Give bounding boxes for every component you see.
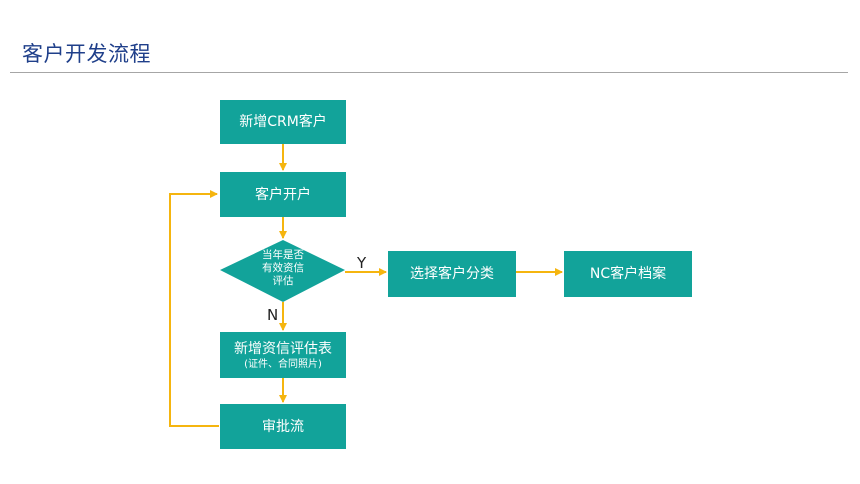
label-no: N [267, 306, 279, 324]
arrow-approval-loop-back [169, 190, 219, 427]
node-label: 新增资信评估表 [234, 340, 332, 357]
node-new-credit-assessment: 新增资信评估表 (证件、合同照片) [220, 332, 346, 378]
decision-line: 有效资信 [262, 262, 304, 274]
title-divider [10, 72, 848, 73]
node-label: 选择客户分类 [410, 266, 494, 282]
node-sublabel: (证件、合同照片) [244, 358, 322, 370]
node-label: 新增CRM客户 [239, 114, 327, 130]
node-customer-open-account: 客户开户 [220, 172, 346, 217]
decision-diamond [220, 240, 345, 302]
node-select-customer-category: 选择客户分类 [388, 251, 516, 297]
node-label: NC客户档案 [589, 266, 667, 282]
page-title: 客户开发流程 [22, 42, 151, 66]
node-label: 审批流 [262, 418, 304, 435]
label-yes: Y [357, 254, 367, 272]
node-label: 客户开户 [255, 186, 311, 203]
node-new-crm-customer: 新增CRM客户 [220, 100, 346, 144]
decision-line: 评估 [272, 275, 294, 287]
node-nc-customer-archive: NC客户档案 [564, 251, 692, 297]
decision-label: 当年是否 有效资信 评估 [248, 249, 318, 288]
decision-line: 当年是否 [262, 249, 304, 261]
node-approval-flow: 审批流 [220, 404, 346, 449]
